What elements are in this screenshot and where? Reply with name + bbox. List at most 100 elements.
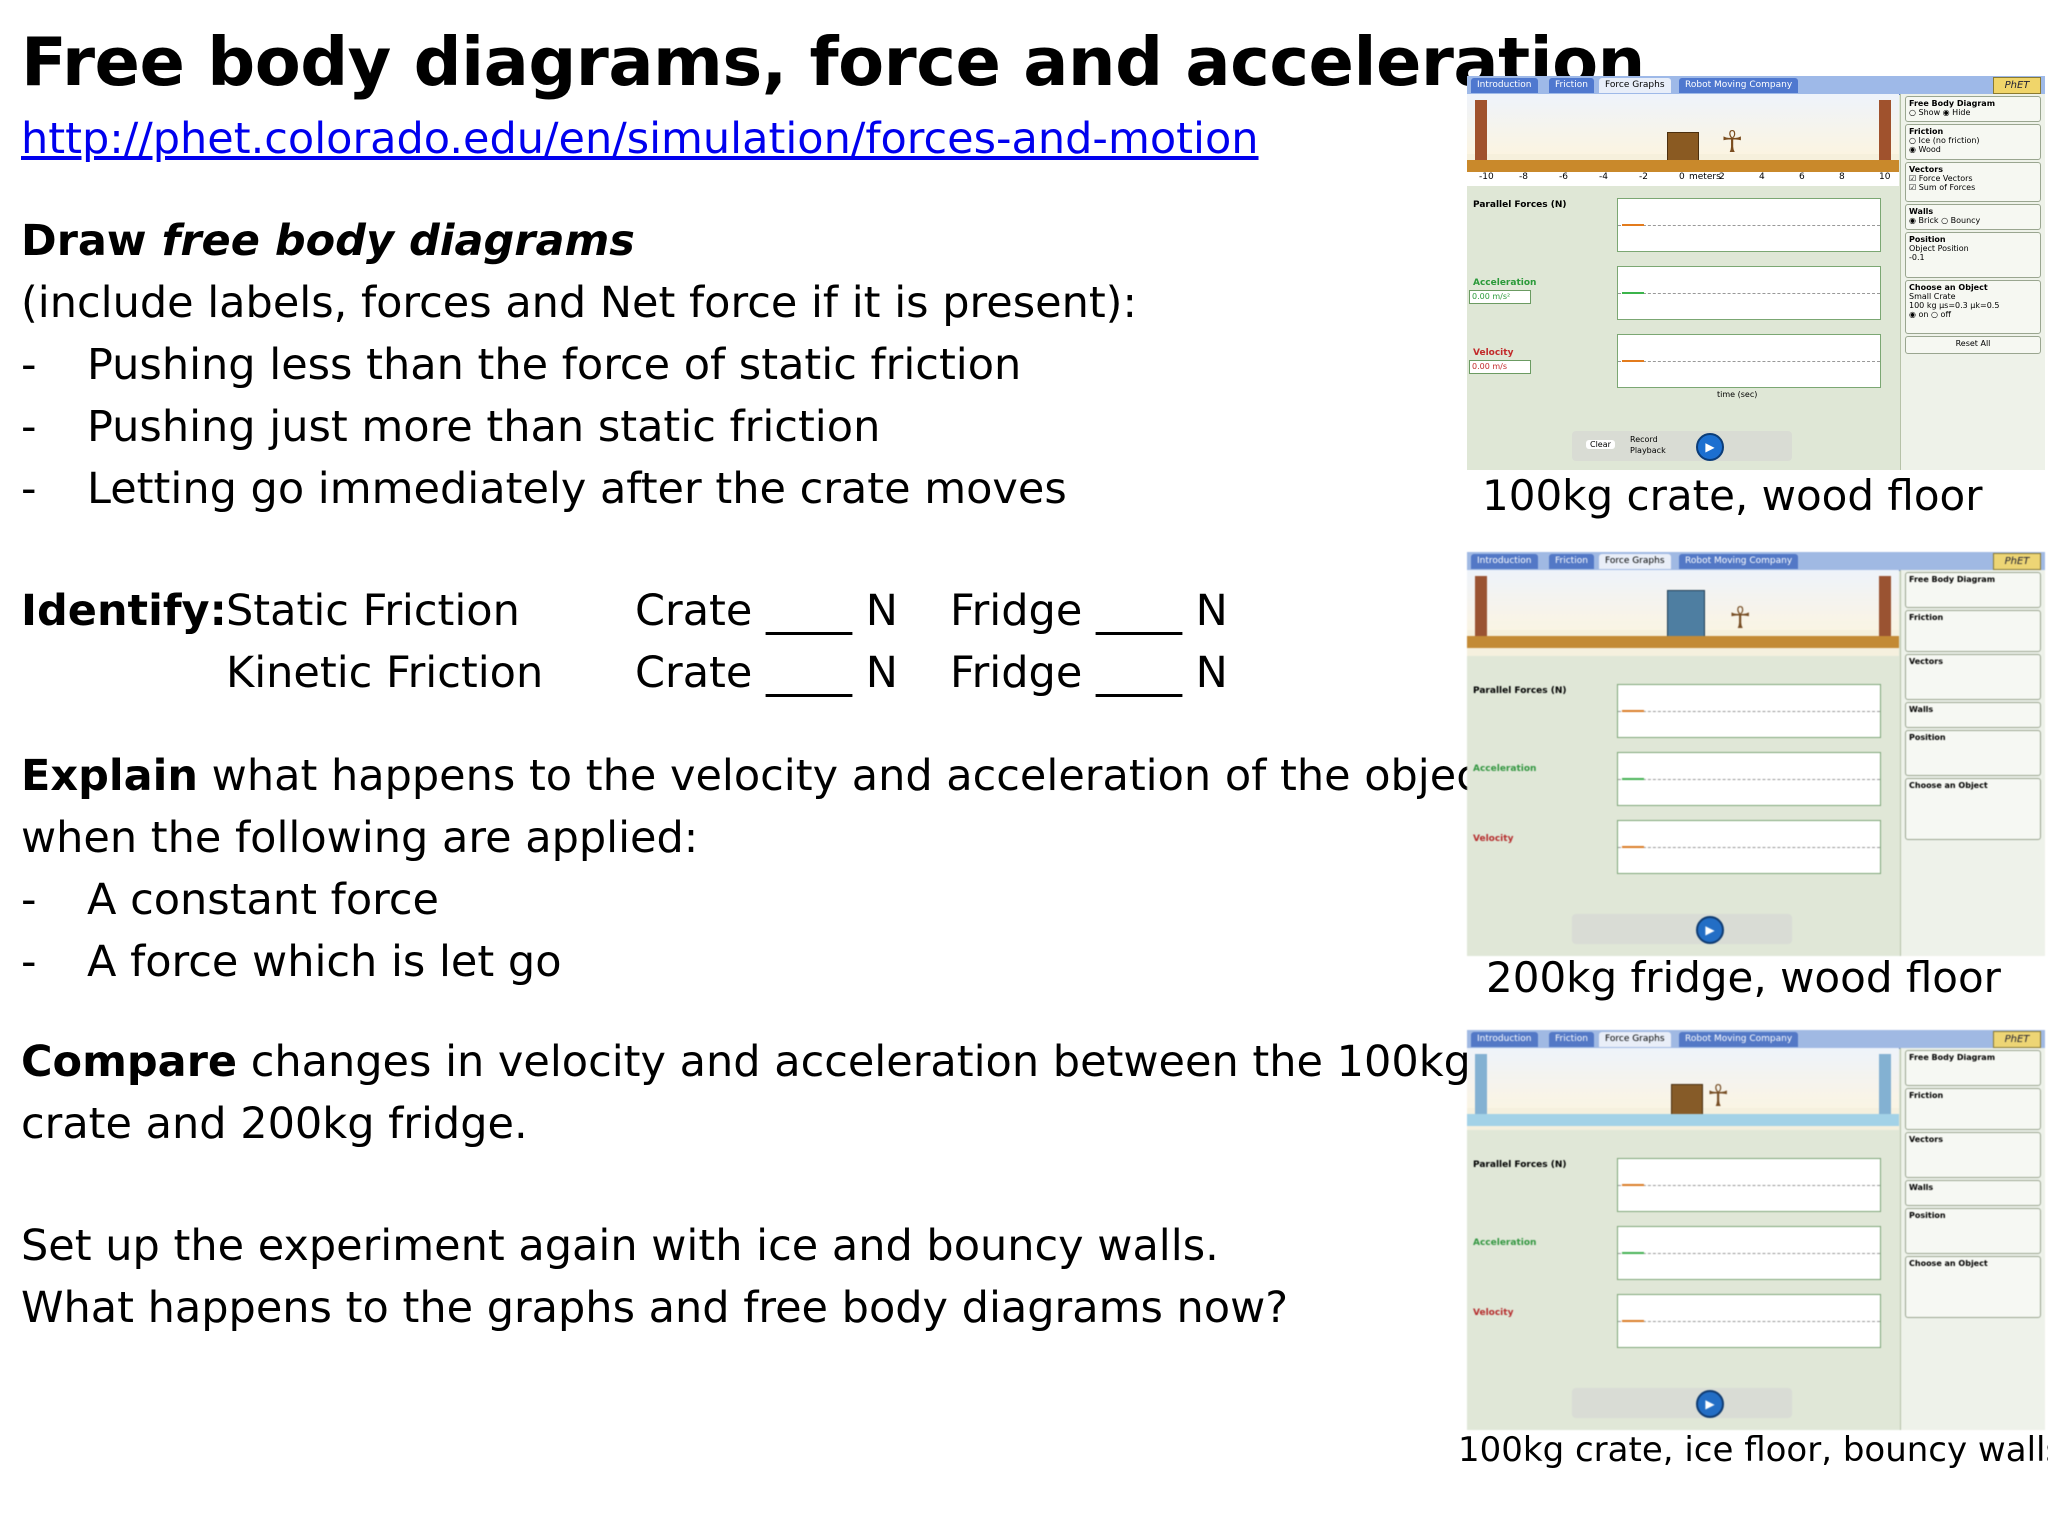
- play-button[interactable]: ▶: [1696, 1390, 1724, 1418]
- walls-box: Walls: [1905, 702, 2041, 728]
- clear-button[interactable]: Clear: [1586, 440, 1615, 449]
- playback-radio[interactable]: Playback: [1630, 446, 1666, 455]
- position-field[interactable]: -0.1: [1909, 253, 1925, 262]
- tab-robot-moving-company[interactable]: Robot Moving Company: [1679, 554, 1799, 569]
- position-box: Position: [1905, 1208, 2041, 1254]
- playback-controls: ▶: [1572, 1388, 1792, 1418]
- force-graph: [1617, 684, 1881, 738]
- draw-bullet: -Pushing just more than static friction: [21, 402, 881, 452]
- friction-box: Friction: [1905, 1088, 2041, 1130]
- sim-tab-bar: Introduction Friction Force Graphs Robot…: [1467, 1030, 2045, 1049]
- explain-line: Explain what happens to the velocity and…: [21, 745, 1519, 807]
- tab-force-graphs[interactable]: Force Graphs: [1599, 78, 1671, 93]
- velocity-graph: [1617, 1294, 1881, 1348]
- parallel-forces-label: Parallel Forces (N): [1473, 686, 1567, 696]
- bouncy-wall: [1879, 1054, 1891, 1114]
- simulation-link[interactable]: http://phet.colorado.edu/en/simulation/f…: [21, 114, 1259, 164]
- identify-crate-blank: Crate ____ N: [635, 648, 898, 698]
- walls-options[interactable]: ◉ Brick ○ Bouncy: [1909, 216, 1981, 225]
- explain-bullet: -A constant force: [21, 875, 439, 925]
- play-button[interactable]: ▶: [1696, 433, 1724, 461]
- sim-tab-bar: Introduction Friction Force Graphs Robot…: [1467, 76, 2045, 95]
- tab-friction[interactable]: Friction: [1549, 554, 1594, 569]
- tab-force-graphs[interactable]: Force Graphs: [1599, 1032, 1671, 1047]
- explain-label: Explain: [21, 751, 198, 801]
- compare-line-2: crate and 200kg fridge.: [21, 1099, 528, 1149]
- friction-ice-radio[interactable]: ○ Ice (no friction): [1909, 136, 1980, 145]
- draw-bullet-text: Pushing just more than static friction: [87, 402, 881, 452]
- control-panel: Free Body Diagram Friction Vectors Walls…: [1900, 1048, 2045, 1430]
- playback-controls: ▶: [1572, 914, 1792, 944]
- sim-screenshot-crate-ice: Introduction Friction Force Graphs Robot…: [1467, 1030, 2045, 1430]
- sum-forces-checkbox[interactable]: ☑ Sum of Forces: [1909, 183, 1976, 192]
- setup-line-2: What happens to the graphs and free body…: [21, 1283, 1289, 1333]
- control-panel: Free Body Diagram Friction Vectors Walls…: [1900, 570, 2045, 956]
- draw-subtitle: (include labels, forces and Net force if…: [21, 278, 1137, 328]
- velocity-value: 0.00 m/s: [1469, 360, 1531, 374]
- vectors-box: Vectors: [1905, 654, 2041, 700]
- velocity-label: Velocity: [1473, 1308, 1514, 1318]
- compare-label: Compare: [21, 1037, 238, 1087]
- setup-line-1: Set up the experiment again with ice and…: [21, 1221, 1219, 1271]
- tab-introduction[interactable]: Introduction: [1471, 1032, 1538, 1047]
- wood-floor: [1467, 636, 1899, 648]
- phet-logo: PhET: [1993, 77, 2041, 94]
- ice-floor: [1467, 1114, 1899, 1126]
- identify-fridge-blank: Fridge ____ N: [950, 648, 1228, 698]
- pusher-figure: ☥: [1707, 1079, 1730, 1114]
- velocity-graph: [1617, 334, 1881, 388]
- force-graph: [1617, 198, 1881, 252]
- explain-text: what happens to the velocity and acceler…: [198, 751, 1520, 801]
- friction-wood-radio[interactable]: ◉ Wood: [1909, 145, 1941, 154]
- explain-bullet-text: A force which is let go: [87, 937, 562, 987]
- parallel-forces-label: Parallel Forces (N): [1473, 200, 1567, 210]
- tab-introduction[interactable]: Introduction: [1471, 554, 1538, 569]
- tab-friction[interactable]: Friction: [1549, 1032, 1594, 1047]
- bouncy-wall: [1475, 1054, 1487, 1114]
- sim-tab-bar: Introduction Friction Force Graphs Robot…: [1467, 552, 2045, 571]
- sound-toggle[interactable]: ◉ on ○ off: [1909, 310, 1951, 319]
- reset-all-button[interactable]: Reset All: [1905, 336, 2041, 354]
- phet-logo: PhET: [1993, 1031, 2041, 1048]
- tab-introduction[interactable]: Introduction: [1471, 78, 1538, 93]
- caption-crate-wood: 100kg crate, wood floor: [1482, 471, 1983, 520]
- explain-bullet: -A force which is let go: [21, 937, 562, 987]
- fbd-box: Free Body Diagram○ Show ◉ Hide: [1905, 96, 2041, 122]
- acceleration-label: Acceleration: [1473, 278, 1537, 288]
- vectors-box: Vectors☑ Force Vectors☑ Sum of Forces: [1905, 162, 2041, 202]
- identify-crate-blank: Crate ____ N: [635, 586, 898, 636]
- walls-box: Walls◉ Brick ○ Bouncy: [1905, 204, 2041, 230]
- phet-logo: PhET: [1993, 553, 2041, 570]
- record-radio[interactable]: Record: [1630, 435, 1658, 444]
- choose-object-box: Choose an Object: [1905, 1256, 2041, 1318]
- velocity-label: Velocity: [1473, 348, 1514, 358]
- identify-label: Identify:: [21, 586, 227, 636]
- crate[interactable]: [1667, 132, 1699, 162]
- force-vectors-checkbox[interactable]: ☑ Force Vectors: [1909, 174, 1973, 183]
- caption-crate-ice: 100kg crate, ice floor, bouncy walls: [1458, 1430, 2048, 1470]
- tab-force-graphs[interactable]: Force Graphs: [1599, 554, 1671, 569]
- identify-fridge-blank: Fridge ____ N: [950, 586, 1228, 636]
- right-wall: [1879, 576, 1891, 636]
- tab-friction[interactable]: Friction: [1549, 78, 1594, 93]
- wood-floor: [1467, 160, 1899, 172]
- draw-label-italic: free body diagrams: [161, 216, 635, 266]
- tab-robot-moving-company[interactable]: Robot Moving Company: [1679, 1032, 1799, 1047]
- draw-bullet: -Letting go immediately after the crate …: [21, 464, 1067, 514]
- crate[interactable]: [1671, 1084, 1703, 1116]
- fbd-options[interactable]: ○ Show ◉ Hide: [1909, 108, 1971, 117]
- fbd-box: Free Body Diagram: [1905, 1050, 2041, 1086]
- control-panel: Free Body Diagram○ Show ◉ Hide Friction○…: [1900, 94, 2045, 470]
- acceleration-graph: [1617, 266, 1881, 320]
- time-axis-label: time (sec): [1717, 390, 1758, 399]
- fridge[interactable]: [1667, 590, 1705, 638]
- position-box: Position: [1905, 730, 2041, 776]
- identify-row-name: Static Friction: [226, 586, 520, 636]
- object-select[interactable]: Small Crate: [1909, 292, 1956, 301]
- walls-box: Walls: [1905, 1180, 2041, 1206]
- tab-robot-moving-company[interactable]: Robot Moving Company: [1679, 78, 1799, 93]
- acceleration-label: Acceleration: [1473, 1238, 1537, 1248]
- vectors-box: Vectors: [1905, 1132, 2041, 1178]
- play-button[interactable]: ▶: [1696, 916, 1724, 944]
